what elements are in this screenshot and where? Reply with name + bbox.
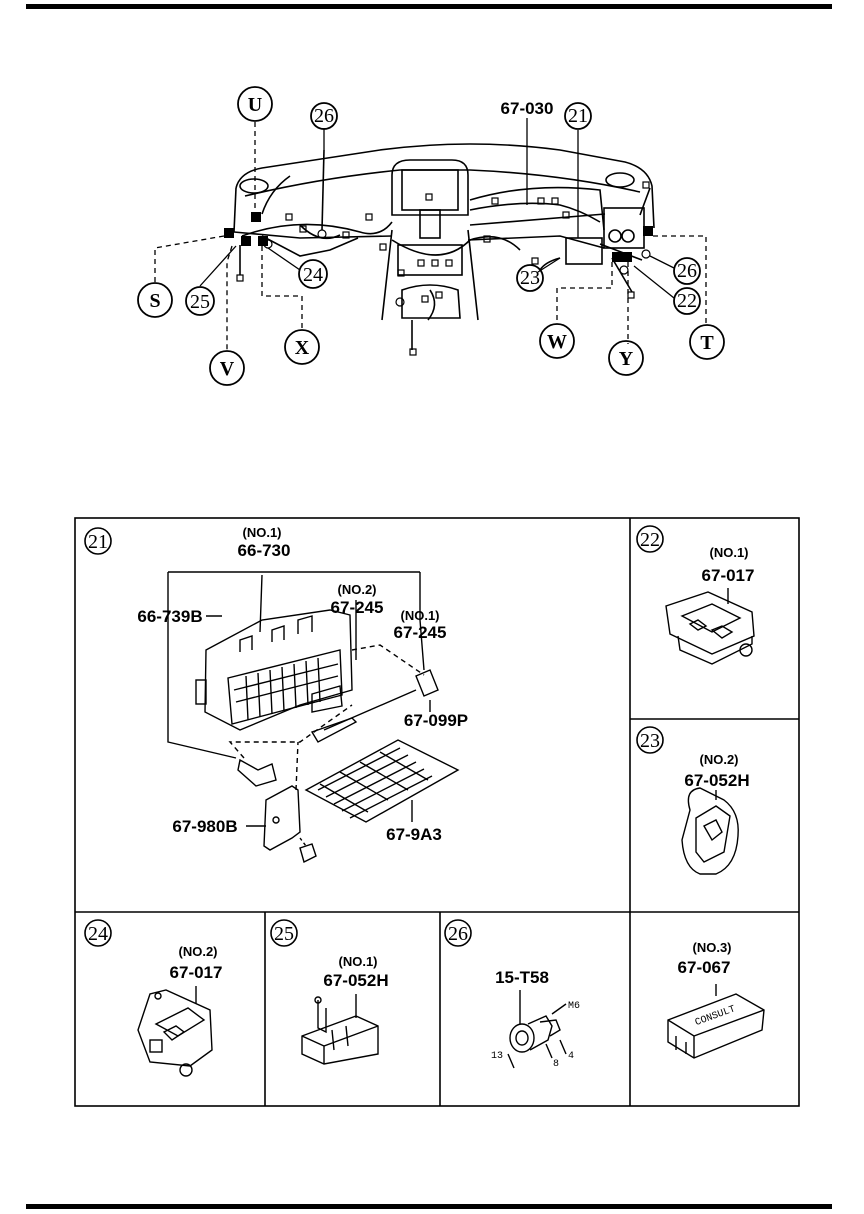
- callout-labels: U 26 21 S 25 24 V X 23 W Y T 26 22: [149, 94, 714, 380]
- relay-blocks: [224, 212, 653, 262]
- dim-4: 4: [568, 1051, 574, 1062]
- detail-grid: [74, 517, 800, 1107]
- dim-thread: M6: [568, 1001, 580, 1012]
- callout-V: V: [220, 358, 235, 380]
- callout-23-top: 23: [520, 267, 540, 289]
- fuse-block-part-number: 66-730: [238, 541, 291, 560]
- panel26-part-number: 15-T58: [495, 968, 549, 987]
- top-rule: [26, 4, 832, 9]
- consult-qty: (NO.3): [693, 940, 732, 955]
- callout-Y: Y: [619, 348, 634, 370]
- panel25-part-number: 67-052H: [323, 971, 388, 990]
- callout-T: T: [700, 332, 714, 354]
- panel23-callout: 23: [640, 730, 660, 752]
- harness-connectors: [236, 181, 651, 356]
- relay-qty: (NO.2): [338, 582, 377, 597]
- panel21-labels: (NO.1) 66-730 66-739B (NO.2) 67-245 (NO.…: [137, 525, 468, 844]
- bracket-part-number: 66-739B: [137, 607, 202, 626]
- callout-26-right: 26: [677, 260, 697, 282]
- cover-part-number: 67-9A3: [386, 825, 442, 844]
- panel24-part-number: 67-017: [170, 963, 223, 982]
- dim-13: 13: [491, 1051, 503, 1062]
- callout-21-top: 21: [568, 105, 588, 127]
- panel22-qty: (NO.1): [710, 545, 749, 560]
- callout-24-top: 24: [303, 264, 323, 286]
- stay-part-number: 67-980B: [172, 817, 237, 836]
- panel22-callout: 22: [640, 529, 660, 551]
- fuse-block-qty: (NO.1): [243, 525, 282, 540]
- dim-8: 8: [553, 1059, 559, 1070]
- fuse-block-drawing: [167, 571, 460, 864]
- panel24-qty: (NO.2): [179, 944, 218, 959]
- relay2-qty: (NO.1): [401, 608, 440, 623]
- panel26-callout: 26: [448, 923, 468, 945]
- callout-22-top: 22: [677, 290, 697, 312]
- panel23-drawing: [681, 787, 739, 875]
- panel-callouts: 21 22 23 24 25 26: [84, 525, 664, 947]
- callout-W: W: [547, 331, 567, 353]
- callout-U: U: [248, 94, 262, 116]
- part-number-67-030: 67-030: [501, 99, 554, 118]
- panel25-qty: (NO.1): [339, 954, 378, 969]
- screw-drawing: [507, 990, 567, 1069]
- panel22-part-number: 67-017: [702, 566, 755, 585]
- leader-lines: [154, 122, 707, 352]
- callout-X: X: [295, 337, 310, 359]
- relay-part-number: 67-245: [331, 598, 384, 617]
- puller-part-number: 67-099P: [404, 711, 468, 730]
- consult-connector-drawing: [667, 984, 765, 1059]
- callout-circles: [137, 86, 725, 386]
- bottom-rule: [26, 1204, 832, 1209]
- panel24-drawing: [137, 986, 213, 1077]
- solid-leaders: [199, 118, 675, 299]
- panel24-callout: 24: [88, 923, 108, 945]
- callout-S: S: [149, 290, 160, 312]
- panel23-qty: (NO.2): [700, 752, 739, 767]
- panel22-drawing: [665, 588, 755, 665]
- panel23-part-number: 67-052H: [684, 771, 749, 790]
- callout-26-top: 26: [314, 105, 334, 127]
- panel25-callout: 25: [274, 923, 294, 945]
- panel25-drawing: [301, 994, 379, 1065]
- callout-25-top: 25: [190, 291, 210, 313]
- dashboard-outline: [233, 143, 655, 350]
- consult-part-number: 67-067: [678, 958, 731, 977]
- panel21-callout: 21: [88, 531, 108, 553]
- detail-labels: (NO.1) 67-017 (NO.2) 67-052H (NO.2) 67-0…: [170, 545, 755, 1070]
- relay2-part-number: 67-245: [394, 623, 447, 642]
